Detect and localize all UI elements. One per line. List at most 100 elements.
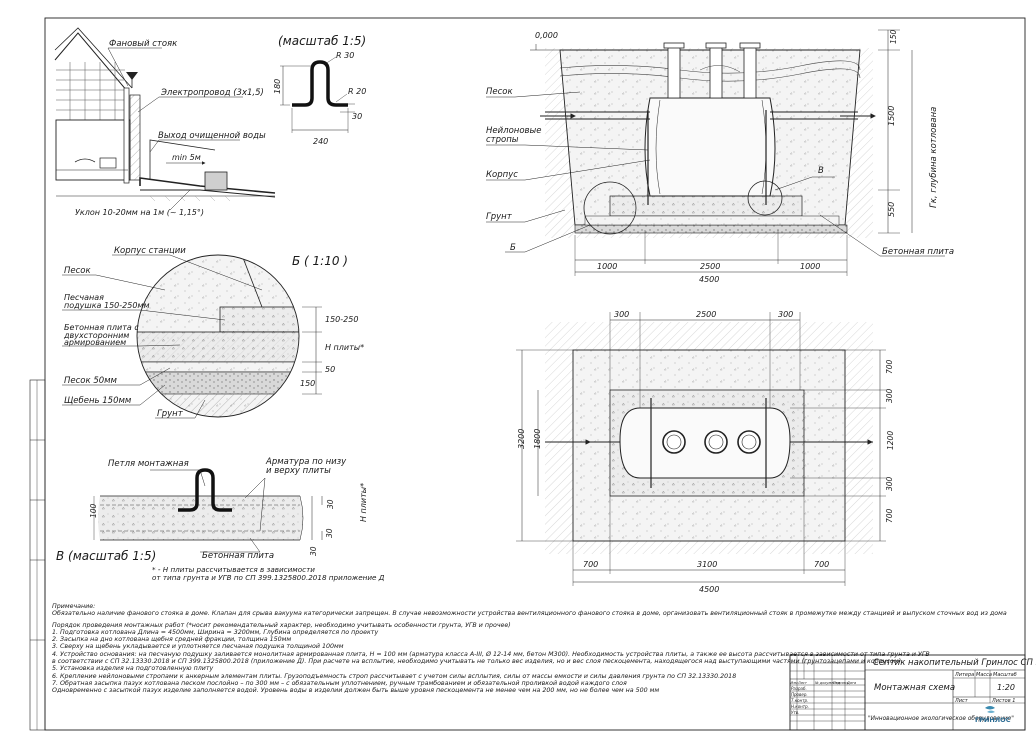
label-sand-cushion-1: Песчаная xyxy=(64,293,104,302)
tb-company: "Инновационное экологическое оборудовани… xyxy=(868,716,1014,722)
dim-h-slab: Н плиты* xyxy=(325,343,364,352)
label-power-cable: Электропровод (3х1,5) xyxy=(160,88,264,98)
dim-sec-2500: 2500 xyxy=(700,262,720,271)
tb-col-izm: Изм xyxy=(791,681,798,685)
dim-150-250: 150-250 xyxy=(325,315,358,324)
loop-detail-title: (масштаб 1:5) xyxy=(278,34,366,48)
label-v-slab: Бетонная плита xyxy=(202,551,274,561)
level-mark: 0,000 xyxy=(535,31,558,40)
label-outlet: Выход очищенной воды xyxy=(158,131,266,141)
label-depth: Гк, глубина котлована xyxy=(929,107,939,208)
dim-plan-1800: 1800 xyxy=(533,429,542,449)
label-station-body: Корпус станции xyxy=(114,246,186,256)
footnote-2: от типа грунта и УГВ по СП 399.1325800.2… xyxy=(152,573,385,582)
footnote-1: * - Н плиты рассчитывается в зависимости xyxy=(152,565,315,574)
dim-plan-right-700-top: 700 xyxy=(885,359,894,374)
tb-col-list: Лист xyxy=(797,681,808,685)
dim-plan-bot-4500: 4500 xyxy=(699,585,719,594)
dim-sec-4500: 4500 xyxy=(699,275,719,284)
tb-col-doc: № документа xyxy=(814,681,840,685)
dim-v-30-bot: 30 xyxy=(325,528,334,538)
sheet-frame xyxy=(44,17,1026,731)
detail-v: 100 30 30 30 Н плиты* Петля монтажная Ар… xyxy=(56,457,385,582)
label-slab-2: двухсторонним xyxy=(63,331,129,340)
dim-sec-1000-right: 1000 xyxy=(800,262,820,271)
label-vent-riser: Фановый стояк xyxy=(109,39,178,49)
note-line: 6. Крепление нейлоновыми стропами к анке… xyxy=(52,672,737,680)
tb-col-letter: Литера xyxy=(954,672,974,678)
note-line: Порядок проведения монтажных работ (*нос… xyxy=(52,621,511,629)
note-line: в соответствии с СП 32.13330.2018 и СП 3… xyxy=(52,658,902,666)
label-sec-b: Б xyxy=(510,243,516,253)
label-gravel: Щебень 150мм xyxy=(64,396,132,406)
dim-sec-550: 550 xyxy=(887,202,896,217)
dim-w30: 30 xyxy=(352,112,362,121)
note-line: 1. Подготовка котлована Длина = 4500мм, … xyxy=(52,628,379,636)
label-sec-v: В xyxy=(818,166,824,176)
tb-scale: 1:20 xyxy=(997,683,1015,692)
tb-role-3: Т.контр. xyxy=(791,698,808,703)
dim-150: 150 xyxy=(300,379,315,388)
label-b-sand: Песок xyxy=(64,266,91,276)
label-sand-cushion-2: подушка 150-250мм xyxy=(64,301,149,310)
note-line: 4. Устройство основания: на песчаную под… xyxy=(52,650,930,658)
label-mount-loop: Петля монтажная xyxy=(108,459,189,469)
tb-role-1: Разраб. xyxy=(791,686,807,691)
dim-w240: 240 xyxy=(313,137,328,146)
tb-logo-text: ГРИНЛОС xyxy=(975,716,1011,724)
dim-plan-bot-3100: 3100 xyxy=(697,560,717,569)
tb-role-4: Н.контр. xyxy=(791,704,809,709)
label-rebar-2: и верху плиты xyxy=(266,466,331,476)
plan-view: 300 2500 300 3200 1800 700 300 1200 300 … xyxy=(516,310,895,594)
binding-strip xyxy=(29,379,46,731)
dim-plan-bot-700-right: 700 xyxy=(814,560,829,569)
tb-sheet: Лист xyxy=(954,698,969,704)
note-line: 5. Установка изделия на подготовленную п… xyxy=(52,665,214,673)
section-view: 0,000 Песок Нейлоновые стропы Корпус Гру… xyxy=(486,29,954,284)
dim-plan-right-1200: 1200 xyxy=(886,431,895,450)
tb-col-mass: Масса xyxy=(976,672,992,678)
dim-plan-top-300-right: 300 xyxy=(778,310,793,319)
dim-sec-1000-left: 1000 xyxy=(597,262,617,271)
dim-sec-1500: 1500 xyxy=(887,106,896,126)
note-line: Примечание: xyxy=(52,603,96,610)
note-line: 7. Обратная засыпка пазух котлована песк… xyxy=(52,679,627,687)
label-b-ground: Грунт xyxy=(157,409,184,419)
dim-v-100: 100 xyxy=(89,503,98,518)
title-block-text: Септик накопительный Гринлос СП 5 Монтаж… xyxy=(791,658,1036,724)
dim-plan-top-300-left: 300 xyxy=(614,310,629,319)
tb-role-2: Провер. xyxy=(791,692,808,697)
dim-50: 50 xyxy=(325,365,335,374)
label-sec-body: Корпус xyxy=(486,170,518,180)
label-sand50: Песок 50мм xyxy=(64,376,118,386)
label-sec-slings-1: Нейлоновые xyxy=(486,126,542,136)
tb-col-date: Дата xyxy=(846,681,856,685)
title-block xyxy=(789,654,1026,731)
label-sec-slings-2: стропы xyxy=(486,135,519,145)
dim-sec-150: 150 xyxy=(889,29,898,44)
note-line: Одновременно с засыпкой пазух изделие за… xyxy=(52,687,660,695)
tb-sheets: Листов 1 xyxy=(991,698,1015,704)
tb-title: Септик накопительный Гринлос СП 5 xyxy=(873,658,1036,668)
dim-plan-right-300-top: 300 xyxy=(885,388,894,403)
dim-plan-bot-700-left: 700 xyxy=(583,560,598,569)
label-min-distance: min 5м xyxy=(172,153,201,162)
label-sec-ground: Грунт xyxy=(486,212,513,222)
notes-block: Примечание: Обязательно наличие фанового… xyxy=(52,603,1007,695)
house-diagram: Фановый стояк Электропровод (3х1,5) Выхо… xyxy=(54,27,276,217)
label-sec-slab: Бетонная плита xyxy=(882,247,954,257)
tb-subtitle: Монтажная схема xyxy=(874,683,955,693)
note-line: 2. Засыпка на дно котлована щебня средне… xyxy=(52,636,292,644)
detail-b: Б ( 1:10 ) 150-250 Н плиты* 50 150 xyxy=(62,246,364,419)
tb-col-scale: Масштаб xyxy=(993,672,1017,678)
label-slope: Уклон 10-20мм на 1м (~ 1,15°) xyxy=(75,208,204,217)
detail-v-title: В (масштаб 1:5) xyxy=(56,549,156,563)
tb-role-5: Утв. xyxy=(791,710,799,715)
dim-r30: R 30 xyxy=(336,51,354,60)
dim-plan-top-2500: 2500 xyxy=(696,310,716,319)
label-sec-sand: Песок xyxy=(486,87,513,97)
detail-b-title: Б ( 1:10 ) xyxy=(292,254,348,268)
dim-plan-right-300-bot: 300 xyxy=(885,476,894,491)
dim-v-h-slab: Н плиты* xyxy=(359,483,368,522)
